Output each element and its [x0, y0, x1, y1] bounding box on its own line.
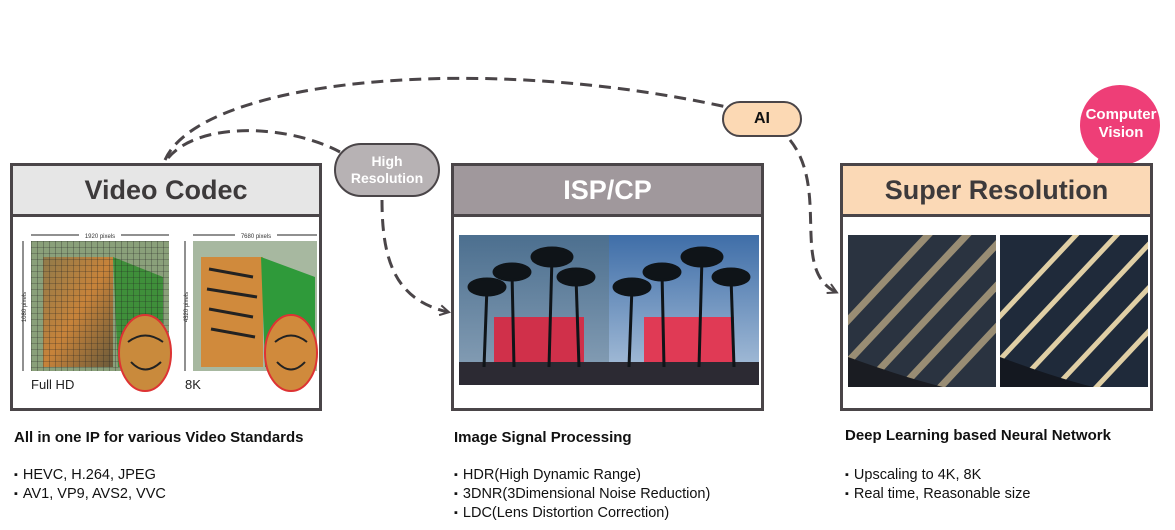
- ai-bubble: AI: [722, 101, 802, 137]
- isp-cp-image: [454, 217, 761, 408]
- list-item: HEVC, H.264, JPEG: [14, 466, 166, 485]
- upscaling-comparison-figure: [848, 235, 1148, 387]
- isp-cp-heading: Image Signal Processing: [454, 429, 632, 446]
- super-resolution-title: Super Resolution: [884, 174, 1109, 205]
- arrow-high-resolution-to-isp: [380, 199, 448, 312]
- full-hd-image: [31, 241, 172, 392]
- 8k-image: [193, 241, 318, 392]
- list-item: AV1, VP9, AVS2, VVC: [14, 485, 166, 504]
- video-codec-bullets: HEVC, H.264, JPEG AV1, VP9, AVS2, VVC: [14, 466, 166, 504]
- video-codec-title: Video Codec: [84, 174, 248, 205]
- hdr-comparison-figure: [459, 235, 759, 385]
- isp-cp-panel: ISP/CP: [451, 163, 764, 411]
- isp-cp-header: ISP/CP: [454, 166, 761, 217]
- list-item: 3DNR(3Dimensional Noise Reduction): [454, 485, 710, 504]
- full-hd-width-label: 1920 pixels: [85, 234, 115, 240]
- super-resolution-heading: Deep Learning based Neural Network: [845, 427, 1111, 444]
- full-hd-height-label: 1080 pixels: [22, 292, 28, 322]
- arrow-codec-to-super-resolution: [163, 76, 741, 161]
- arrow-ai-to-super-resolution: [788, 139, 836, 292]
- video-codec-heading: All in one IP for various Video Standard…: [14, 429, 304, 446]
- super-resolution-bullets: Upscaling to 4K, 8K Real time, Reasonabl…: [845, 466, 1031, 504]
- computer-vision-bubble: Computer Vision: [1072, 85, 1172, 175]
- 8k-label: 8K: [185, 377, 201, 392]
- computer-vision-bubble-label: Computer Vision: [1085, 106, 1157, 141]
- high-resolution-bubble: High Resolution: [334, 143, 440, 197]
- high-resolution-bubble-label: High Resolution: [350, 153, 424, 186]
- list-item: HDR(High Dynamic Range): [454, 466, 710, 485]
- resolution-comparison-figure: 1920 pixels 7680 pixels 1080 pixels 4320…: [22, 230, 318, 392]
- super-resolution-header: Super Resolution: [843, 166, 1150, 217]
- ai-bubble-label: AI: [754, 110, 770, 127]
- full-hd-label: Full HD: [31, 377, 74, 392]
- super-resolution-image: [843, 217, 1150, 408]
- list-item: Upscaling to 4K, 8K: [845, 466, 1030, 485]
- video-codec-header: Video Codec: [13, 166, 319, 217]
- list-item: Real time, Reasonable size: [845, 485, 1031, 504]
- super-resolution-panel: Super Resolution: [840, 163, 1153, 411]
- isp-cp-bullets: HDR(High Dynamic Range) 3DNR(3Dimensiona…: [454, 466, 710, 523]
- 8k-width-label: 7680 pixels: [241, 234, 271, 240]
- video-codec-panel: Video Codec: [10, 163, 322, 411]
- 8k-height-label: 4320 pixels: [184, 292, 190, 322]
- video-codec-image: 1920 pixels 7680 pixels 1080 pixels 4320…: [13, 217, 319, 408]
- isp-cp-title: ISP/CP: [563, 174, 652, 205]
- list-item: LDC(Lens Distortion Correction): [454, 504, 710, 523]
- arrow-codec-to-high-resolution: [166, 129, 341, 159]
